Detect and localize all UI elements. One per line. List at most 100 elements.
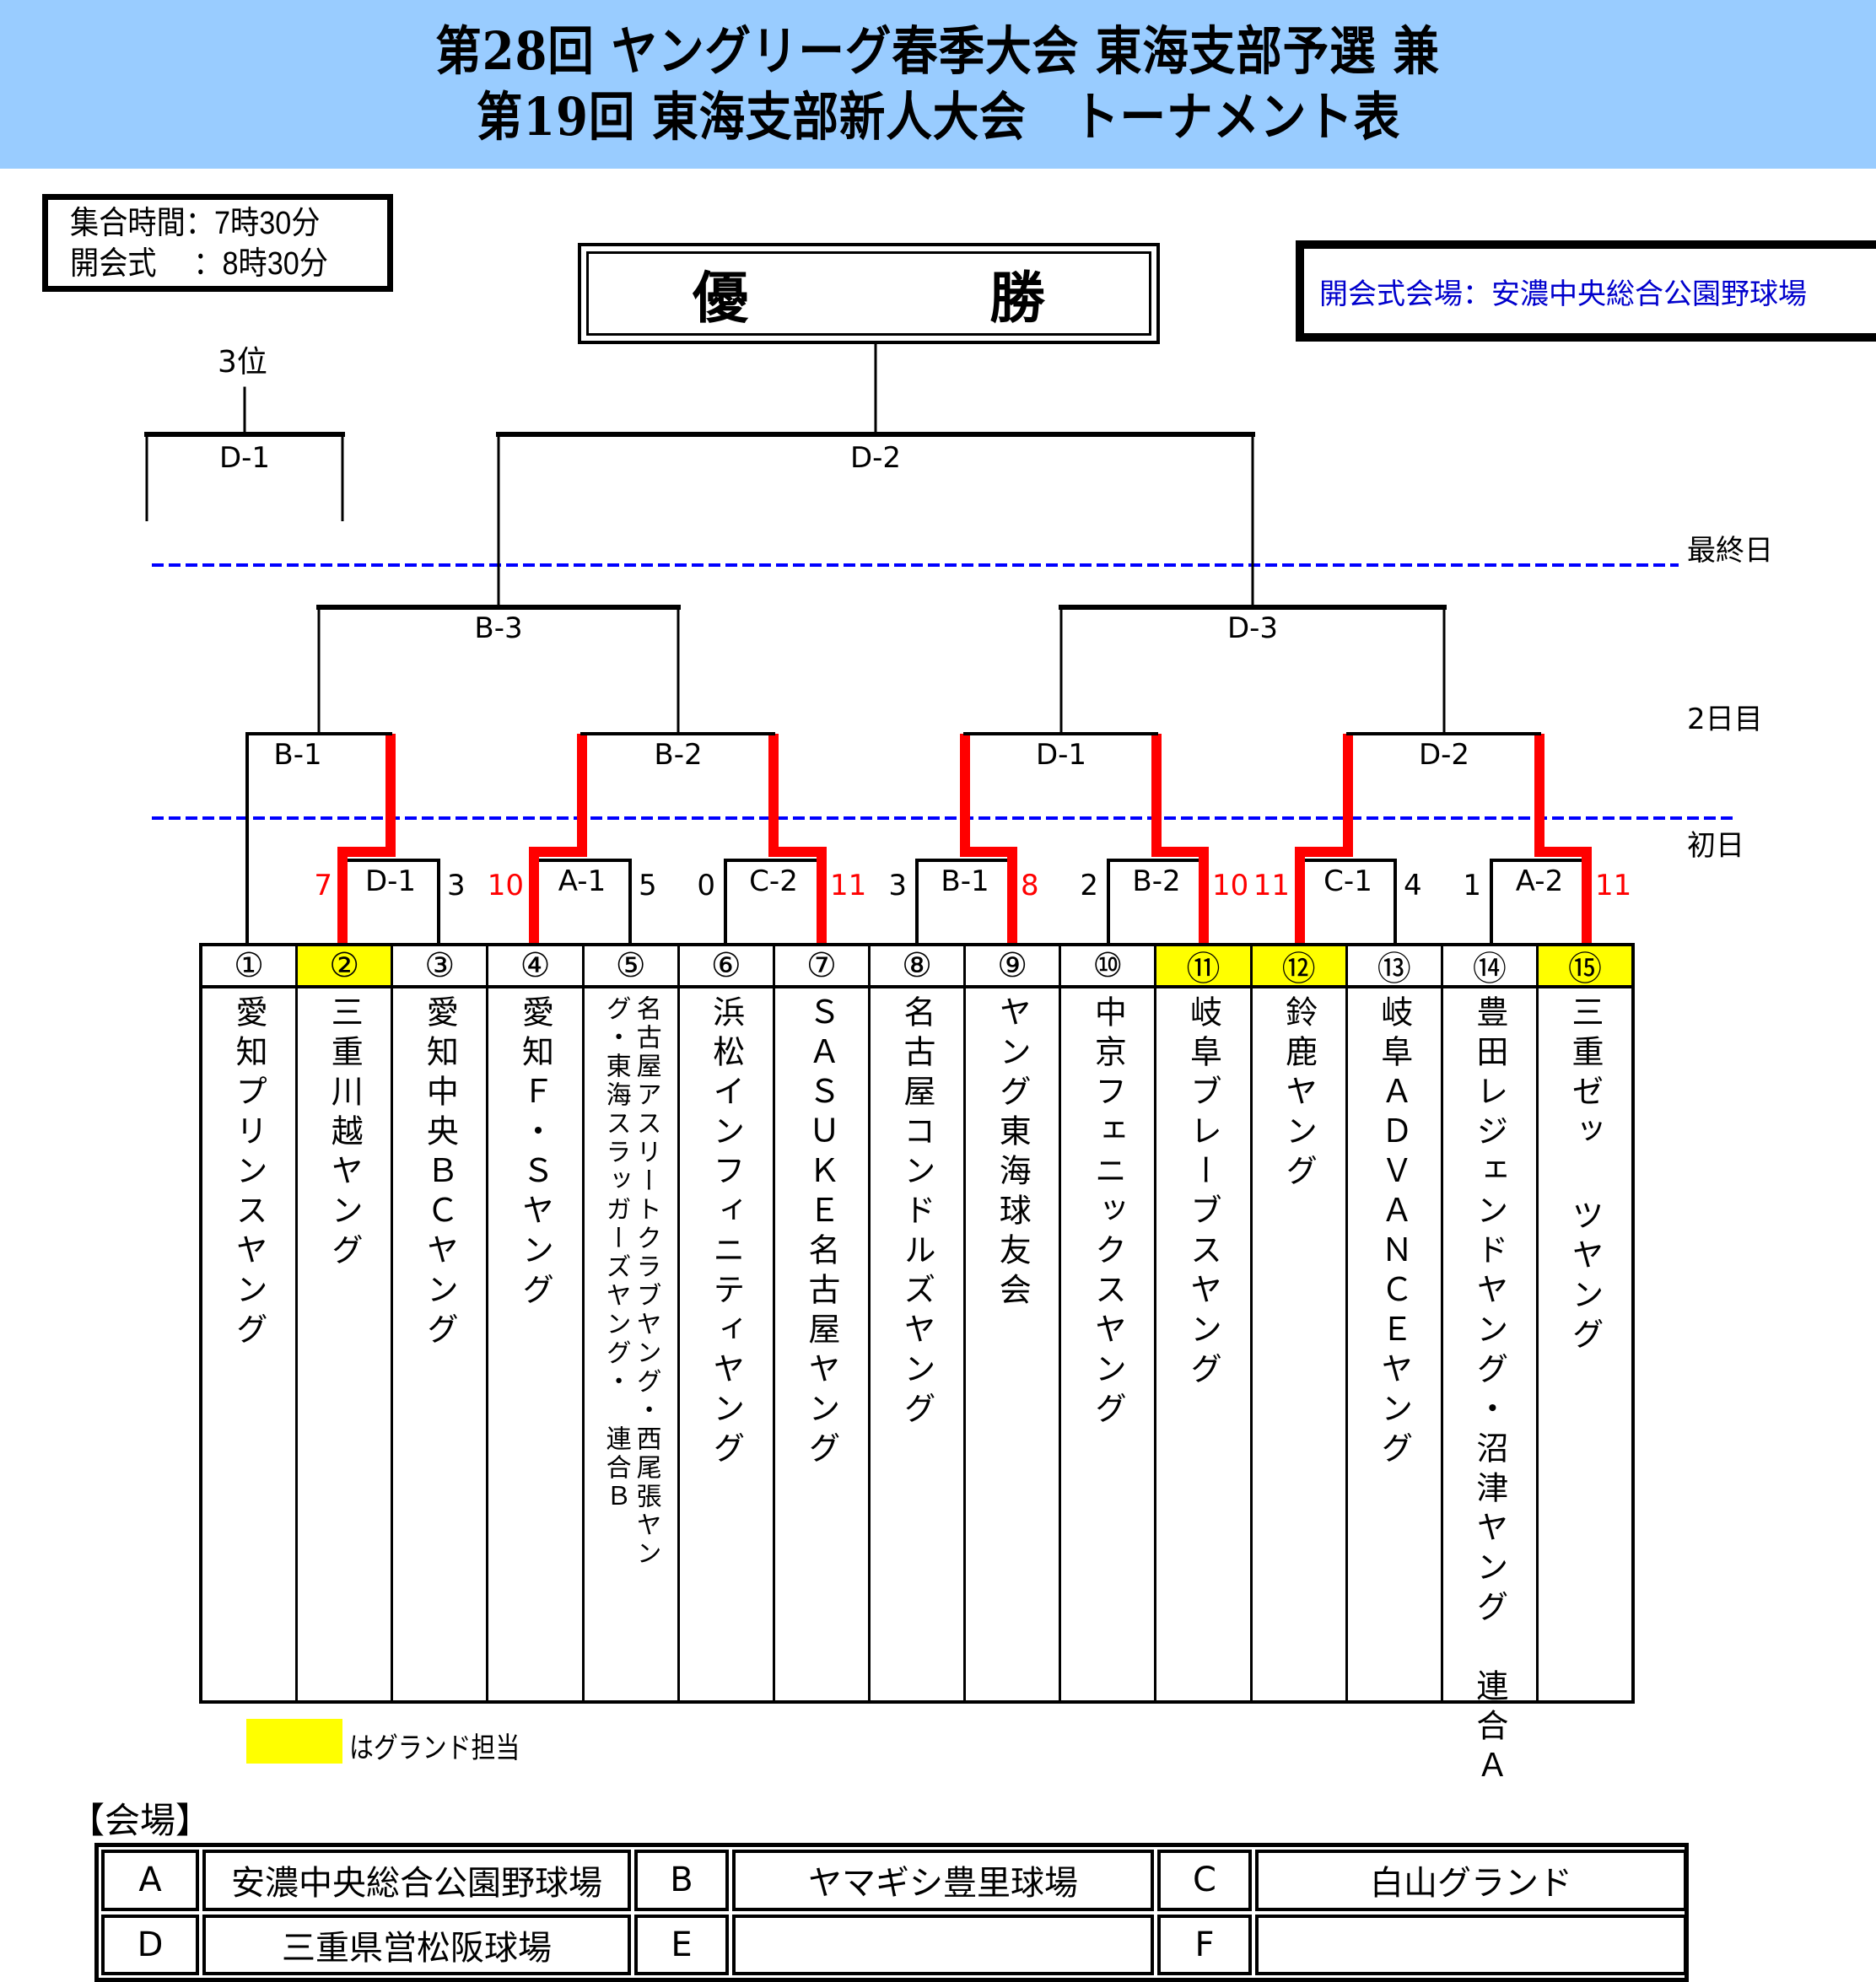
winner-path bbox=[1534, 734, 1592, 945]
champion-box: 優 勝 bbox=[578, 243, 1160, 344]
day-label-day2: 2日目 bbox=[1687, 703, 1763, 736]
team-name-line: 愛知中央ＢＣヤング bbox=[421, 995, 459, 1352]
final-code: D-2 bbox=[849, 441, 902, 475]
champion-label: 優 勝 bbox=[586, 251, 1151, 336]
score-left: 0 bbox=[697, 869, 715, 902]
team-number: ② bbox=[298, 946, 391, 988]
team-number: ⑨ bbox=[966, 946, 1059, 988]
opening-ceremony-time: 開会式 ：8時30分 bbox=[70, 246, 328, 282]
venue-name bbox=[732, 1914, 1154, 1975]
team-name: 三重ゼッ ツヤング bbox=[1539, 988, 1631, 1700]
third-place-label: 3位 bbox=[218, 345, 267, 380]
team-number: ⑭ bbox=[1442, 946, 1536, 988]
team-name: ヤング東海球友会 bbox=[966, 988, 1059, 1700]
team-column: ⑩ 中京フェニックスヤング bbox=[1061, 946, 1157, 1700]
winner-path bbox=[1151, 734, 1209, 945]
winner-path bbox=[337, 734, 396, 945]
ground-duty-swatch bbox=[246, 1719, 342, 1764]
team-name-line: ヤング東海球友会 bbox=[994, 995, 1032, 1312]
team-name: 岐阜ＡＤＶＡＮＣＥヤング bbox=[1348, 988, 1441, 1700]
day-label-day1: 初日 bbox=[1687, 829, 1744, 863]
team-column: ① 愛知プリンスヤング bbox=[202, 946, 299, 1700]
venue-title: 【会場】 bbox=[69, 1800, 212, 1841]
semifinal-code: B-3 bbox=[474, 611, 523, 645]
ground-duty-legend: はグランド担当 bbox=[349, 1732, 520, 1765]
venue-name bbox=[1255, 1914, 1687, 1975]
team-name-line: 三重川越ヤング bbox=[326, 995, 364, 1273]
venue-code: B bbox=[634, 1850, 729, 1911]
score-right: 11 bbox=[1595, 869, 1632, 902]
venue-name: 三重県営松阪球場 bbox=[202, 1914, 631, 1975]
winner-path bbox=[768, 734, 827, 945]
team-name-line: 愛知プリンスヤング bbox=[230, 995, 268, 1352]
winner-path bbox=[1295, 734, 1353, 945]
team-name: 名古屋コンドルズヤング bbox=[871, 988, 963, 1700]
team-number: ① bbox=[202, 946, 296, 988]
match-code: B-2 bbox=[1132, 864, 1181, 898]
team-name-line: 浜松インフィニティヤング bbox=[707, 995, 745, 1471]
team-name-line: 三重ゼッ ツヤング bbox=[1566, 995, 1604, 1357]
venue-code: F bbox=[1157, 1914, 1252, 1975]
score-left: 10 bbox=[487, 869, 524, 902]
assembly-time: 集合時間：7時30分 bbox=[70, 206, 321, 241]
day-label-final: 最終日 bbox=[1687, 534, 1773, 568]
match-code: A-1 bbox=[558, 864, 606, 898]
venue-name: 安濃中央総合公園野球場 bbox=[202, 1850, 631, 1911]
team-name: 岐阜ブレーブスヤング bbox=[1156, 988, 1249, 1700]
score-right: 4 bbox=[1404, 869, 1422, 902]
team-name: 中京フェニックスヤング bbox=[1061, 988, 1154, 1700]
quarterfinal-code: B-1 bbox=[273, 738, 322, 772]
score-right: 8 bbox=[1021, 869, 1039, 902]
team-name: 愛知中央ＢＣヤング bbox=[393, 988, 486, 1700]
team-number: ⑥ bbox=[679, 946, 773, 988]
team-name: 名古屋アスリートクラブヤング・西尾張ヤング・東海スラッガーズヤング・ 連合Ｂ bbox=[585, 988, 677, 1700]
score-left: 2 bbox=[1080, 869, 1098, 902]
score-right: 10 bbox=[1212, 869, 1249, 902]
team-column: ⑦ ＳＡＳＵＫＥ名古屋ヤング bbox=[774, 946, 871, 1700]
score-left: 3 bbox=[888, 869, 907, 902]
team-number: ⑫ bbox=[1252, 946, 1345, 988]
team-name: 三重川越ヤング bbox=[298, 988, 391, 1700]
team-name: 鈴鹿ヤング bbox=[1253, 988, 1345, 1700]
quarterfinal-code: B-2 bbox=[654, 738, 703, 772]
semifinal-code: D-3 bbox=[1226, 611, 1279, 645]
score-right: 3 bbox=[447, 869, 466, 902]
team-number: ⑮ bbox=[1538, 946, 1632, 988]
team-column: ⑥ 浜松インフィニティヤング bbox=[679, 946, 775, 1700]
opening-venue-box: 開会式会場：安濃中央総合公園野球場 bbox=[1296, 240, 1876, 342]
team-number: ⑦ bbox=[774, 946, 868, 988]
score-right: 11 bbox=[830, 869, 867, 902]
title-line-2: 第19回 東海支部新人大会 トーナメント表 bbox=[476, 86, 1400, 148]
match-code: C-2 bbox=[749, 864, 798, 898]
team-name-line: グ・東海スラッガーズヤング・ 連合Ｂ bbox=[601, 995, 631, 1511]
team-name: ＳＡＳＵＫＥ名古屋ヤング bbox=[775, 988, 868, 1700]
team-name: 愛知Ｆ・Ｓヤング bbox=[488, 988, 581, 1700]
venue-name: ヤマギシ豊里球場 bbox=[732, 1850, 1154, 1911]
title-line-1: 第28回 ヤングリーグ春季大会 東海支部予選 兼 bbox=[435, 20, 1441, 82]
venue-name: 白山グランド bbox=[1255, 1850, 1687, 1911]
team-column: ⑮ 三重ゼッ ツヤング bbox=[1538, 946, 1632, 1700]
team-name-line: 岐阜ブレーブスヤング bbox=[1184, 995, 1222, 1392]
team-name: 愛知プリンスヤング bbox=[202, 988, 295, 1700]
team-number: ⑧ bbox=[870, 946, 964, 988]
team-name-line: ＳＡＳＵＫＥ名古屋ヤング bbox=[802, 995, 840, 1471]
team-number: ⑤ bbox=[584, 946, 677, 988]
match-code: A-2 bbox=[1515, 864, 1564, 898]
venue-code: C bbox=[1157, 1850, 1252, 1911]
score-right: 5 bbox=[639, 869, 657, 902]
venue-code: D bbox=[101, 1914, 199, 1975]
team-number: ⑩ bbox=[1061, 946, 1155, 988]
team-name-line: 中京フェニックスヤング bbox=[1089, 995, 1127, 1431]
winner-path bbox=[529, 734, 587, 945]
team-name: 浜松インフィニティヤング bbox=[680, 988, 773, 1700]
team-name-line: 岐阜ＡＤＶＡＮＣＥヤング bbox=[1375, 995, 1413, 1471]
